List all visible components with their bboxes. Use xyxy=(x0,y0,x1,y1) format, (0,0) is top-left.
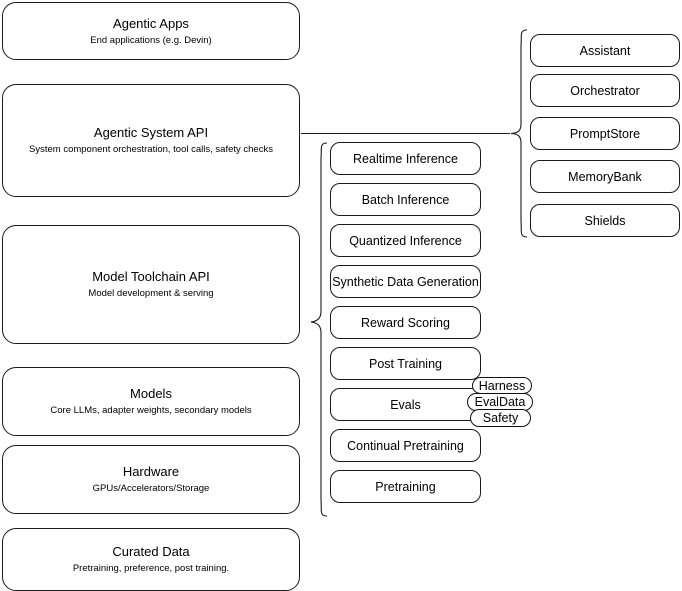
pill-label: Harness xyxy=(478,378,526,393)
layer-subtitle: Pretraining, preference, post training. xyxy=(72,563,230,574)
layer-subtitle: Model development & serving xyxy=(88,288,214,299)
toolchain-quantized-inference[interactable]: Quantized Inference xyxy=(330,224,481,257)
chip-label: MemoryBank xyxy=(568,169,642,184)
layer-subtitle: System component orchestration, tool cal… xyxy=(29,144,273,155)
chip-label: Post Training xyxy=(369,356,442,371)
layer-title: Models xyxy=(130,386,172,401)
layer-agentic-system-api[interactable]: Agentic System API System component orch… xyxy=(2,84,300,197)
layer-title: Hardware xyxy=(122,464,180,479)
layer-title: Curated Data xyxy=(112,544,190,559)
chip-label: Pretraining xyxy=(375,479,436,494)
chip-label: Batch Inference xyxy=(361,192,450,207)
system-component-assistant[interactable]: Assistant xyxy=(530,34,680,67)
layer-title: Agentic System API xyxy=(93,125,209,140)
system-component-shields[interactable]: Shields xyxy=(530,204,680,237)
chip-label: Orchestrator xyxy=(570,83,640,98)
chip-label: PromptStore xyxy=(569,126,641,141)
chip-label: Synthetic Data Generation xyxy=(332,274,479,289)
layer-agentic-apps[interactable]: Agentic Apps End applications (e.g. Devi… xyxy=(2,2,300,60)
layer-title: Model Toolchain API xyxy=(92,269,210,284)
toolchain-continual-pretraining[interactable]: Continual Pretraining xyxy=(330,429,481,462)
toolchain-synthetic-data-generation[interactable]: Synthetic Data Generation xyxy=(330,265,481,298)
eval-pill-harness[interactable]: Harness xyxy=(472,377,532,394)
chip-label: Realtime Inference xyxy=(353,151,458,166)
layer-curated-data[interactable]: Curated Data Pretraining, preference, po… xyxy=(2,528,300,591)
layer-title: Agentic Apps xyxy=(113,15,189,31)
layer-subtitle: GPUs/Accelerators/Storage xyxy=(92,483,210,494)
system-component-orchestrator[interactable]: Orchestrator xyxy=(530,74,680,107)
chip-label: Continual Pretraining xyxy=(347,438,464,453)
layer-subtitle: Core LLMs, adapter weights, secondary mo… xyxy=(50,405,252,416)
chip-label: Reward Scoring xyxy=(361,315,450,330)
brace-toolchain-components xyxy=(310,142,328,517)
pill-label: EvalData xyxy=(474,395,526,409)
chip-label: Quantized Inference xyxy=(349,233,462,248)
toolchain-reward-scoring[interactable]: Reward Scoring xyxy=(330,306,481,339)
toolchain-batch-inference[interactable]: Batch Inference xyxy=(330,183,481,216)
layer-subtitle: End applications (e.g. Devin) xyxy=(90,34,212,46)
toolchain-evals[interactable]: Evals xyxy=(330,388,481,421)
system-component-promptstore[interactable]: PromptStore xyxy=(530,117,680,150)
toolchain-realtime-inference[interactable]: Realtime Inference xyxy=(330,142,481,175)
toolchain-pretraining[interactable]: Pretraining xyxy=(330,470,481,503)
chip-label: Evals xyxy=(390,397,421,412)
layer-model-toolchain-api[interactable]: Model Toolchain API Model development & … xyxy=(2,225,300,344)
brace-system-components xyxy=(510,29,528,238)
chip-label: Shields xyxy=(584,213,626,228)
toolchain-post-training[interactable]: Post Training xyxy=(330,347,481,380)
system-component-memorybank[interactable]: MemoryBank xyxy=(530,160,680,193)
layer-models[interactable]: Models Core LLMs, adapter weights, secon… xyxy=(2,367,300,436)
pill-label: Safety xyxy=(482,411,519,425)
eval-pill-safety[interactable]: Safety xyxy=(470,409,531,427)
layer-hardware[interactable]: Hardware GPUs/Accelerators/Storage xyxy=(2,445,300,514)
chip-label: Assistant xyxy=(579,43,631,58)
